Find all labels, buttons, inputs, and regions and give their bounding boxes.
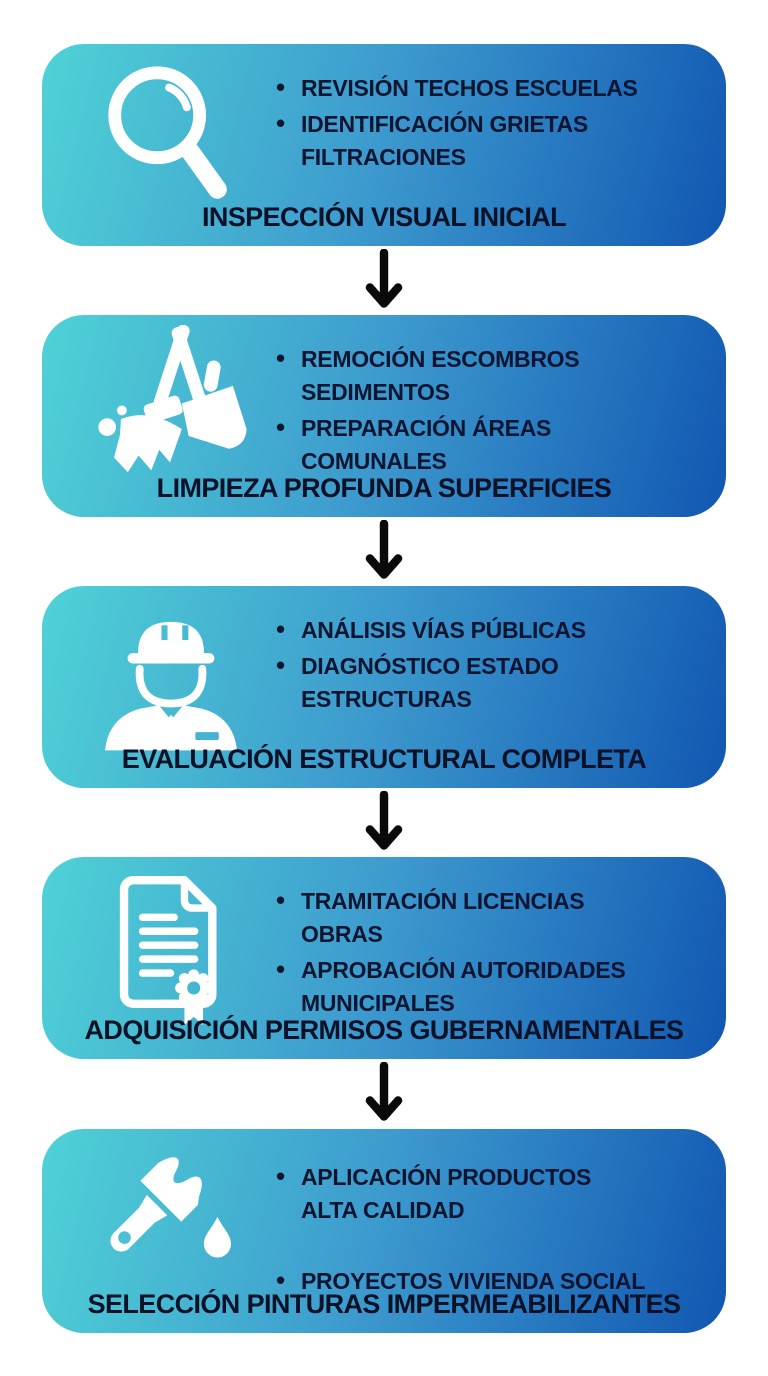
bullet-list: APLICACIÓN PRODUCTOS ALTA CALIDAD PROYEC…	[274, 1160, 702, 1301]
bullet-list: REMOCIÓN ESCOMBROS SEDIMENTOS PREPARACIÓ…	[274, 342, 702, 481]
step-card-inspeccion: REVISIÓN TECHOS ESCUELAS IDENTIFICACIÓN …	[42, 44, 726, 246]
bullet-item: APROBACIÓN AUTORIDADES MUNICIPALES	[274, 953, 702, 1020]
bullet-item: PROYECTOS VIVIENDA SOCIAL	[274, 1264, 702, 1298]
engineer-hardhat-icon	[68, 602, 273, 752]
down-arrow-icon	[361, 519, 407, 583]
step-title: SELECCIÓN PINTURAS IMPERMEABILIZANTES	[87, 1289, 681, 1319]
bullet-list: ANÁLISIS VÍAS PÚBLICAS DIAGNÓSTICO ESTAD…	[274, 613, 702, 719]
magnifier-icon	[68, 60, 273, 210]
step-title: INSPECCIÓN VISUAL INICIAL	[201, 202, 567, 232]
bullet-item: APLICACIÓN PRODUCTOS ALTA CALIDAD	[274, 1160, 702, 1227]
down-arrow-icon	[361, 1061, 407, 1125]
step-card-permisos: TRAMITACIÓN LICENCIAS OBRAS APROBACIÓN A…	[42, 857, 726, 1059]
bullet-list: REVISIÓN TECHOS ESCUELAS IDENTIFICACIÓN …	[274, 71, 702, 177]
step-card-pinturas: APLICACIÓN PRODUCTOS ALTA CALIDAD PROYEC…	[42, 1129, 726, 1333]
down-arrow-icon	[361, 248, 407, 312]
cleaning-broom-dustpan-icon	[68, 325, 273, 481]
bullet-item: REVISIÓN TECHOS ESCUELAS	[274, 71, 702, 105]
bullet-item: PREPARACIÓN ÁREAS COMUNALES	[274, 411, 702, 478]
bullet-item: ANÁLISIS VÍAS PÚBLICAS	[274, 613, 702, 647]
document-seal-icon	[68, 873, 273, 1026]
step-card-limpieza: REMOCIÓN ESCOMBROS SEDIMENTOS PREPARACIÓ…	[42, 315, 726, 517]
bullet-item: DIAGNÓSTICO ESTADO ESTRUCTURAS	[274, 649, 702, 716]
down-arrow-icon	[361, 790, 407, 854]
step-title: ADQUISICIÓN PERMISOS GUBERNAMENTALES	[84, 1015, 685, 1045]
paintbrush-icon	[68, 1145, 273, 1295]
bullet-item: REMOCIÓN ESCOMBROS SEDIMENTOS	[274, 342, 702, 409]
bullet-item: IDENTIFICACIÓN GRIETAS FILTRACIONES	[274, 107, 702, 174]
bullet-item: TRAMITACIÓN LICENCIAS OBRAS	[274, 884, 702, 951]
step-title: EVALUACIÓN ESTRUCTURAL COMPLETA	[121, 744, 647, 774]
step-title: LIMPIEZA PROFUNDA SUPERFICIES	[156, 473, 612, 503]
step-card-evaluacion: ANÁLISIS VÍAS PÚBLICAS DIAGNÓSTICO ESTAD…	[42, 586, 726, 788]
bullet-list: TRAMITACIÓN LICENCIAS OBRAS APROBACIÓN A…	[274, 884, 702, 1023]
